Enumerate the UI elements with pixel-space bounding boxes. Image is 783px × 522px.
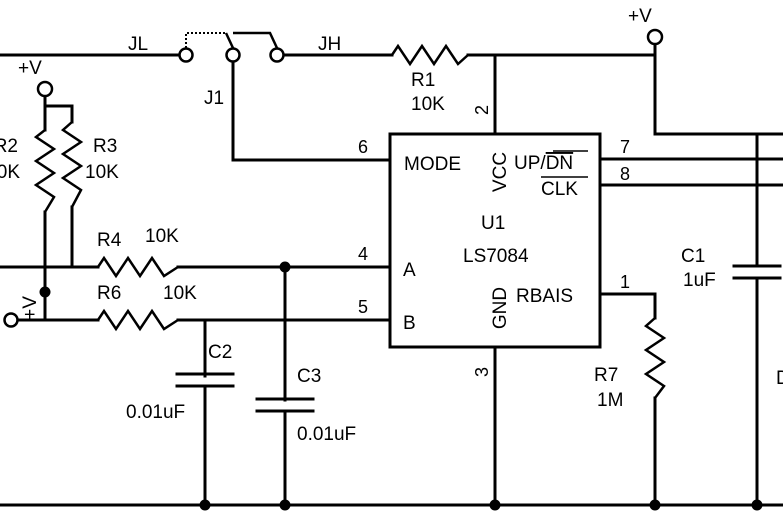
jumper-pin-jl [178, 47, 194, 63]
junction-r2-b [39, 286, 51, 298]
r1-value: 10K [411, 94, 445, 115]
junctions [39, 261, 763, 511]
c3-value: 0.01uF [297, 424, 356, 445]
pin-number-a: 4 [358, 244, 368, 264]
capacitors: C1 1uF C2 0.01uF C3 0.01uF [126, 246, 782, 445]
c1-value: 1uF [683, 270, 716, 291]
jumper-pin-jh [269, 47, 285, 63]
r3-body [60, 121, 84, 208]
junction-c3-a [279, 261, 291, 273]
ic-label-rbias: RBAIS [516, 286, 573, 307]
r2-ref: R2 [0, 136, 18, 157]
junction-gnd-ic [489, 499, 501, 511]
r4-ref: R4 [97, 230, 122, 251]
label-vleft: +V [18, 58, 42, 79]
r6-body [96, 308, 179, 332]
r3-ref: R3 [93, 136, 117, 157]
ic-label-mode: MODE [404, 154, 461, 175]
label-jh: JH [318, 34, 341, 55]
c2-value: 0.01uF [126, 402, 185, 423]
junction-gnd-c2 [199, 499, 211, 511]
ic-label-b: B [403, 313, 416, 334]
label-jl: JL [128, 34, 148, 55]
r3-value: 10K [85, 162, 119, 183]
r1-body [390, 43, 469, 67]
ic-label-a: A [403, 260, 416, 281]
vleft-terminal [36, 80, 54, 98]
label-vside: +V [20, 296, 41, 320]
pin-number-gnd: 3 [472, 367, 492, 377]
resistors: R1 10K R2 10K R3 10K R4 10K R6 10K R7 1M [0, 43, 667, 411]
junction-gnd-c1 [751, 499, 763, 511]
c1-ref: C1 [681, 246, 705, 267]
junction-gnd-r7 [649, 499, 661, 511]
pin-number-up-dn: 7 [620, 137, 630, 157]
pin-number-b: 5 [358, 297, 368, 317]
r4-body [96, 255, 179, 279]
ic-body [388, 132, 602, 349]
pin-number-vcc: 2 [472, 105, 492, 115]
jumper-j1: JL JH J1 [128, 31, 341, 109]
r6-ref: R6 [97, 283, 121, 304]
jumper-link-solid [224, 32, 235, 49]
ic-ref: U1 [481, 213, 505, 234]
pin-number-mode: 6 [358, 137, 368, 157]
r2-body [33, 129, 57, 213]
ic-label-gnd: GND [490, 287, 511, 329]
ic-label-dn: DN [546, 153, 573, 174]
label-d-partial: D [776, 368, 783, 389]
pin-number-rbias: 1 [620, 272, 630, 292]
ic-u1: U1 LS7084 MODE VCC UP/DN CLK A B GND RBA… [358, 105, 630, 377]
pin-number-clk: 8 [620, 164, 630, 184]
r7-body [643, 317, 667, 399]
r4-value: 10K [145, 226, 179, 247]
jumper-link-right [233, 31, 279, 49]
vtop-terminal [646, 28, 664, 46]
ic-label-up: UP/DN [514, 153, 573, 174]
r2-value: 10K [0, 162, 20, 183]
r6-value: 10K [163, 283, 197, 304]
jumper-pin-center [225, 47, 241, 63]
label-j1: J1 [204, 88, 224, 109]
c2-ref: C2 [208, 342, 232, 363]
ic-label-vcc: VCC [490, 152, 511, 192]
r1-ref: R1 [411, 70, 435, 91]
vside-terminal [3, 312, 19, 328]
r7-value: 1M [597, 390, 623, 411]
ic-label-clk: CLK [541, 179, 578, 200]
r7-ref: R7 [594, 365, 618, 386]
jumper-link-dotted [185, 32, 226, 48]
c3-ref: C3 [297, 366, 321, 387]
wires [0, 42, 783, 507]
supply-terminals: +V +V +V [3, 6, 664, 328]
junction-gnd-c3 [279, 499, 291, 511]
ic-part: LS7084 [463, 246, 529, 267]
label-vtop: +V [628, 6, 652, 27]
